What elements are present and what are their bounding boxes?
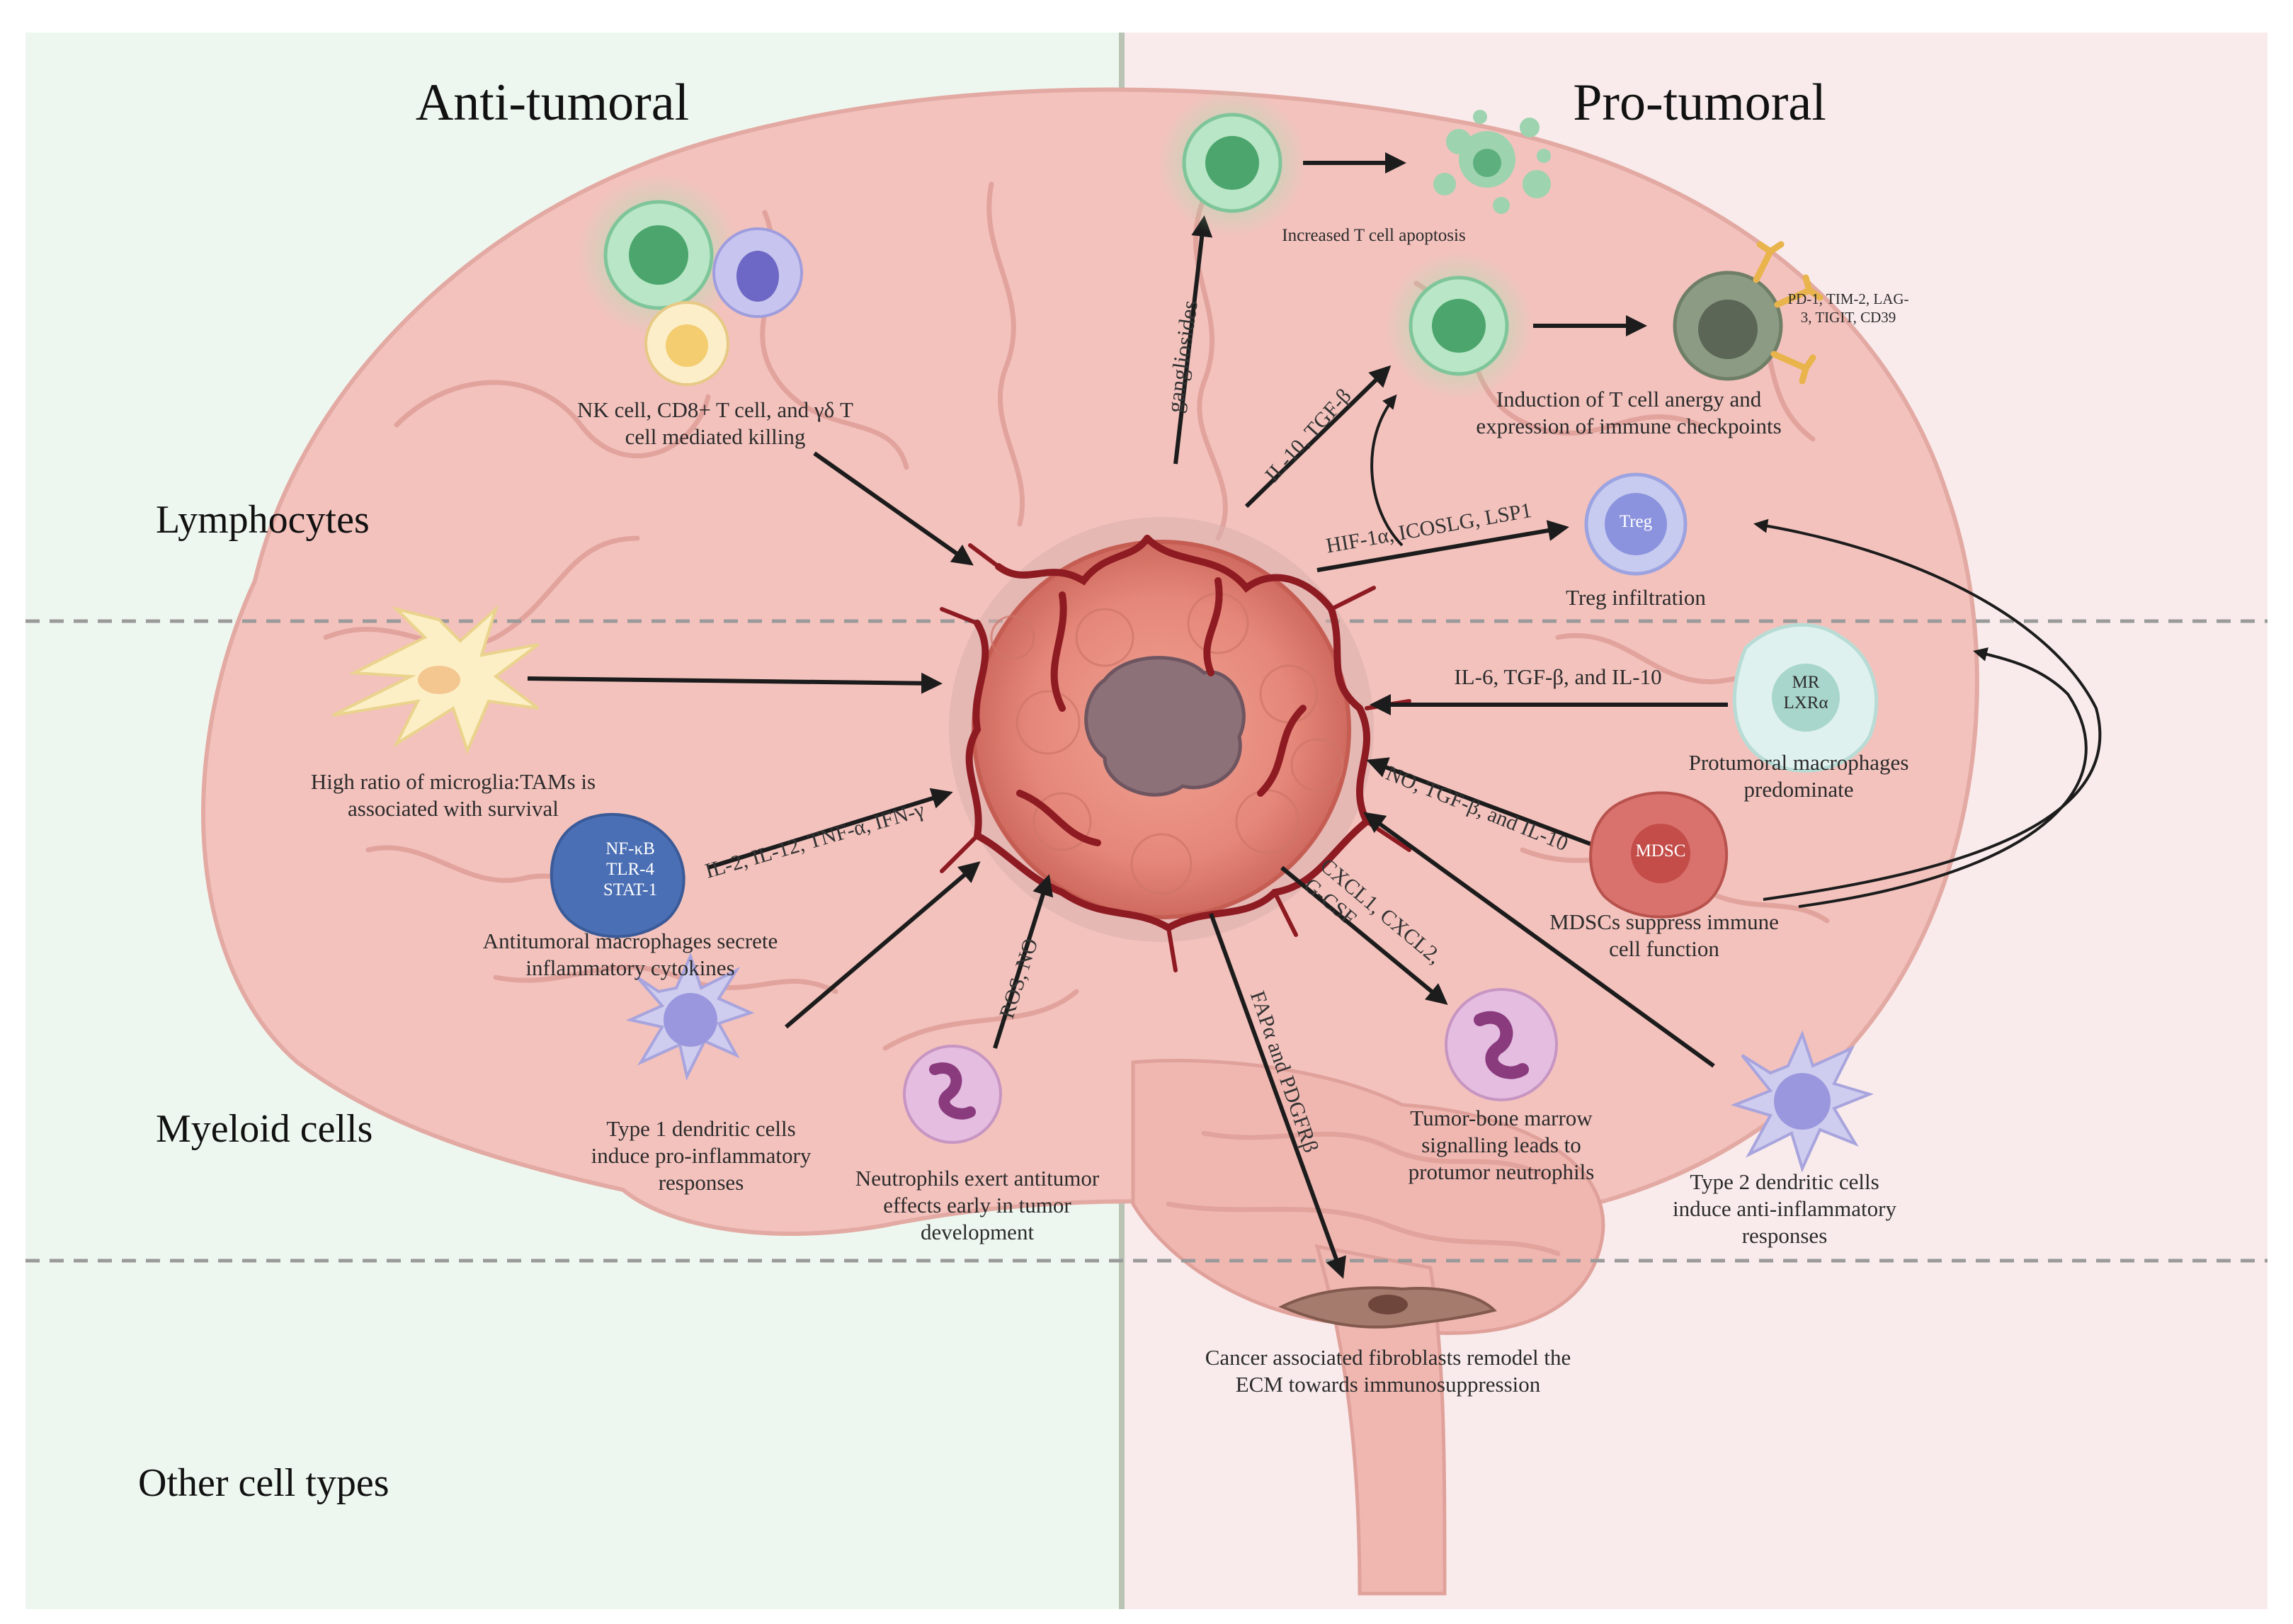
nk-killing-line-2: cell mediated killing (625, 424, 806, 449)
antitumor-neutrophil-caption: Neutrophils exert antitumor effects earl… (765, 1165, 1190, 1245)
dc1-line-2: induce pro-inflammatory (591, 1142, 812, 1168)
microglia-caption: High ratio of microglia:TAMs is associat… (234, 768, 673, 822)
row-label-myeloid: Myeloid cells (156, 1107, 373, 1151)
treg-cell-label: Treg (1619, 512, 1653, 531)
protumor-neutrophil (1445, 988, 1558, 1101)
macrophage-line-2: inflammatory cytokines (525, 955, 735, 980)
pro-tumoral-heading: Pro-tumoral (1573, 74, 1826, 132)
pro-neut-line-3: protumor neutrophils (1408, 1159, 1595, 1184)
treg-caption: Treg infiltration (1566, 585, 1706, 610)
mdsc-line-1: MDSCs suppress immune (1549, 909, 1779, 934)
marker-mr: MR (1792, 673, 1820, 692)
type1-dendritic-cell (625, 952, 755, 1081)
cancer-associated-fibroblast (1278, 1286, 1497, 1329)
marker-tlr4: TLR-4 (605, 859, 655, 879)
marker-stat1: STAT-1 (603, 880, 658, 899)
caf-line-2: ECM towards immunosuppression (1235, 1371, 1541, 1397)
pro-mac-line-2: predominate (1743, 776, 1854, 802)
type2-dendritic-cell (1730, 1030, 1874, 1173)
anti-tumoral-heading: Anti-tumoral (415, 74, 690, 132)
mdsc-caption: MDSCs suppress immune cell function (1466, 909, 1862, 963)
antitumoral-macrophage-caption: Antitumoral macrophages secrete inflamma… (411, 928, 850, 982)
mdsc-line-2: cell function (1609, 936, 1719, 961)
anergy-line-2: expression of immune checkpoints (1476, 413, 1782, 438)
dc1-line-1: Type 1 dendritic cells (606, 1116, 796, 1141)
microglia-cell (332, 604, 540, 755)
type1-dendritic-caption: Type 1 dendritic cells induce pro-inflam… (489, 1115, 914, 1196)
marker-nfkb: NF-κB (605, 839, 655, 858)
caf-caption: Cancer associated fibroblasts remodel th… (1112, 1344, 1664, 1398)
dc2-line-3: responses (1741, 1222, 1828, 1248)
protumor-neutrophil-caption: Tumor-bone marrow signalling leads to pr… (1331, 1105, 1671, 1185)
marker-lxra: LXRα (1783, 693, 1828, 712)
microglia-line-1: High ratio of microglia:TAMs is (310, 769, 596, 794)
row-label-lymphocytes: Lymphocytes (156, 498, 370, 542)
dc1-line-3: responses (658, 1169, 744, 1195)
neutrophil-line-2: effects early in tumor (883, 1192, 1071, 1217)
checkpoint-markers: PD-1, TIM-2, LAG-3, TIGIT, CD39 (1787, 290, 1909, 326)
apoptotic-t-cell (1158, 89, 1551, 237)
mdsc-cell-label: MDSC (1635, 841, 1686, 861)
mdsc-cell (1589, 791, 1729, 919)
treg-cell (1584, 472, 1688, 576)
pro-neut-line-2: signalling leads to (1421, 1132, 1581, 1157)
nk-killing-line-1: NK cell, CD8+ T cell, and γδ T (577, 397, 853, 422)
microglia-line-2: associated with survival (348, 795, 559, 821)
pro-mac-line-1: Protumoral macrophages (1688, 750, 1909, 775)
neutrophil-line-3: development (920, 1219, 1035, 1244)
protumoral-macrophage (1732, 623, 1879, 773)
dc2-line-1: Type 2 dendritic cells (1690, 1169, 1879, 1194)
tumor (940, 517, 1411, 972)
apoptosis-caption: Increased T cell apoptosis (1282, 226, 1466, 245)
antitumor-neutrophil (903, 1045, 1002, 1144)
anergy-line-1: Induction of T cell anergy and (1496, 387, 1762, 411)
anergic-t-cell (1384, 251, 1533, 400)
protumoral-macrophage-markers: MR LXRα (1763, 673, 1848, 714)
nk-killing-caption: NK cell, CD8+ T cell, and γδ T cell medi… (496, 397, 935, 450)
protumoral-macrophage-caption: Protumoral macrophages predominate (1593, 749, 2004, 803)
macrophage-line-1: Antitumoral macrophages secrete (482, 929, 778, 953)
arrows (527, 152, 2102, 1279)
antitumoral-macrophage-markers: NF-κB TLR-4 STAT-1 (559, 839, 701, 900)
nk-cd8-gd-cells (577, 174, 803, 386)
row-label-other: Other cell types (138, 1461, 389, 1505)
antitumoral-macrophage (550, 812, 685, 938)
type2-dendritic-caption: Type 2 dendritic cells induce anti-infla… (1579, 1169, 1990, 1249)
anergy-caption: Induction of T cell anergy and expressio… (1381, 386, 1877, 440)
exhausted-t-cell (1673, 241, 1823, 385)
macrophage-signals-label: IL-6, TGF-β, and IL-10 (1454, 664, 1662, 689)
pro-neut-line-1: Tumor-bone marrow (1410, 1106, 1593, 1130)
caf-line-1: Cancer associated fibroblasts remodel th… (1205, 1345, 1571, 1370)
neutrophil-line-1: Neutrophils exert antitumor (855, 1166, 1100, 1191)
dc2-line-2: induce anti-inflammatory (1673, 1196, 1896, 1221)
